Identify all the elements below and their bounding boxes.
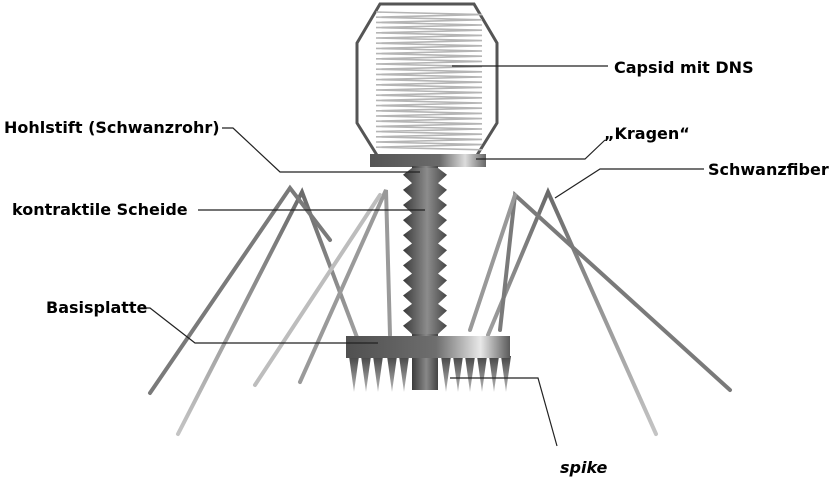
- spike-mark: [477, 356, 487, 392]
- spike-mark: [373, 356, 383, 392]
- spike-mark: [441, 356, 451, 392]
- tail-fiber: [253, 193, 382, 387]
- tail-tube-tip: [412, 358, 438, 390]
- leader-spike: [450, 377, 558, 447]
- spike-mark: [453, 356, 463, 392]
- label-kragen: „Kragen“: [604, 124, 690, 143]
- spike-mark: [501, 356, 511, 392]
- capsid: [355, 2, 499, 162]
- dna-coil: [375, 11, 483, 151]
- spikes: [349, 356, 511, 392]
- contractile-sheath: [403, 168, 447, 334]
- spike-mark: [489, 356, 499, 392]
- leader-kragen: [476, 139, 606, 160]
- label-scheide: kontraktile Scheide: [12, 200, 188, 219]
- tail-fiber: [468, 193, 517, 332]
- leader-lines: [140, 65, 704, 447]
- tail-fiber: [486, 186, 658, 436]
- label-hohlstift: Hohlstift (Schwanzrohr): [4, 118, 220, 137]
- label-capsid: Capsid mit DNS: [614, 58, 754, 77]
- spike-mark: [399, 356, 409, 392]
- leader-basisplatte: [140, 307, 378, 344]
- spike-mark: [349, 356, 359, 392]
- tail-fiber: [298, 189, 392, 384]
- label-basisplatte: Basisplatte: [46, 298, 148, 317]
- spike-mark: [361, 356, 371, 392]
- leader-schwanzfiber: [554, 168, 704, 199]
- label-schwanzfiber: Schwanzfiber: [708, 160, 829, 179]
- leader-hohlstift: [222, 127, 420, 173]
- tail-fiber: [148, 184, 332, 395]
- base-plate: [346, 336, 510, 358]
- label-spike: spike: [560, 458, 608, 477]
- collar: [370, 154, 486, 167]
- tail-fibers: [148, 184, 732, 436]
- spike-mark: [465, 356, 475, 392]
- spike-mark: [387, 356, 397, 392]
